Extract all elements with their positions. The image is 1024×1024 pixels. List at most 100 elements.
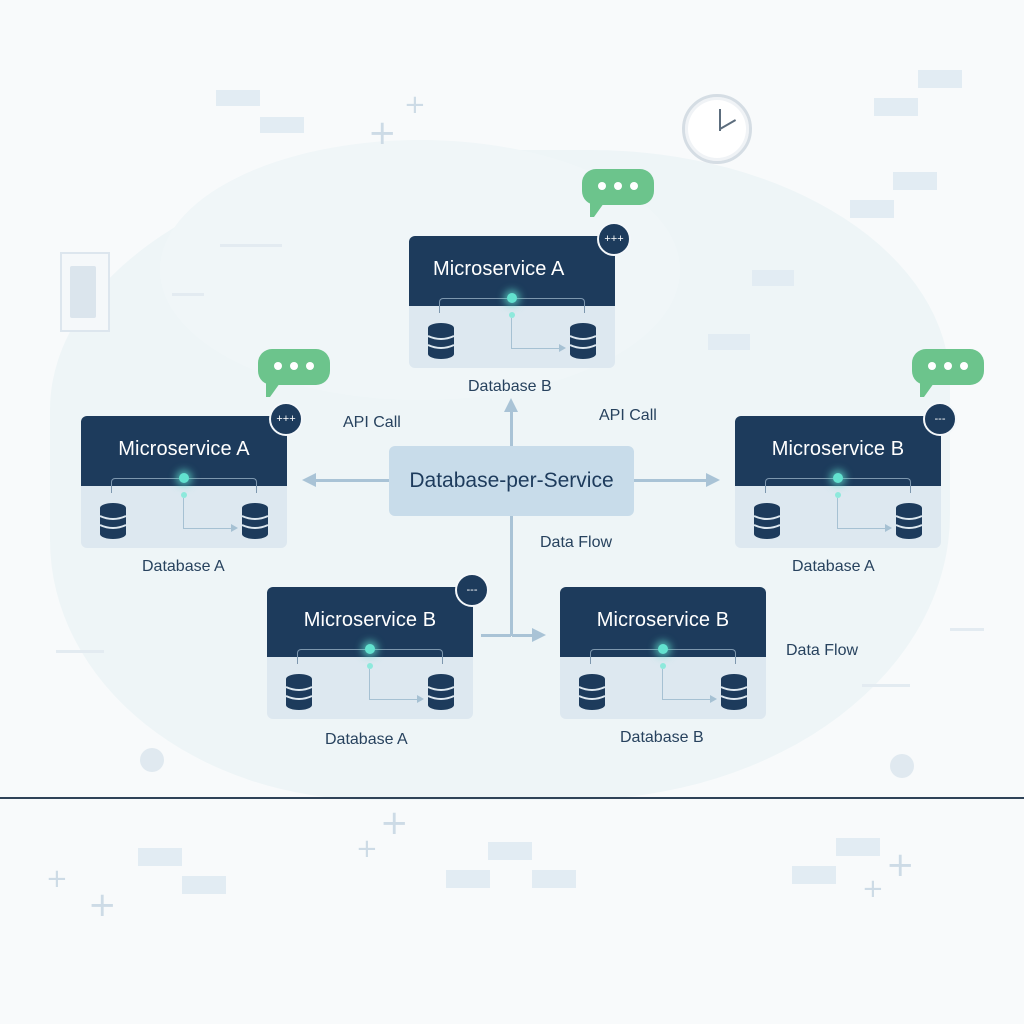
database-icon [99, 502, 127, 540]
decor-rect [216, 90, 260, 106]
chat-bubble-icon [258, 349, 330, 397]
database-icon [578, 673, 606, 711]
decor-line [950, 628, 984, 631]
hub-box[interactable]: Database-per-Service [389, 446, 634, 516]
card-title: Microservice B [303, 609, 437, 631]
arrowhead-right [706, 473, 720, 487]
decor-rect [918, 70, 962, 88]
decor-rect [532, 870, 576, 888]
data-flow-line [369, 669, 418, 700]
hub-label: Database-per-Service [409, 469, 614, 492]
plus-icon: + [46, 864, 68, 894]
decor-line [862, 684, 910, 687]
database-icon [895, 502, 923, 540]
data-flow-arrowhead [417, 695, 424, 703]
status-glow-dot [658, 644, 668, 654]
microservice-card-left[interactable]: Microservice A +++ [81, 402, 303, 548]
database-label: Database A [142, 558, 225, 575]
chat-bubble-icon [582, 169, 654, 217]
database-icon [285, 673, 313, 711]
decor-rect [874, 98, 918, 116]
connector-bottom-left [481, 634, 511, 637]
decor-rect [138, 848, 182, 866]
chat-bubble-icon [912, 349, 984, 397]
status-glow-dot [833, 473, 843, 483]
database-label: Database B [468, 378, 552, 395]
data-flow-arrowhead [559, 344, 566, 352]
database-icon [241, 502, 269, 540]
card-title: Microservice A [118, 438, 250, 460]
flow-node-dot [181, 492, 187, 498]
decor-rect [792, 866, 836, 884]
status-glow-dot [507, 293, 517, 303]
microservice-card-right[interactable]: Microservice B --- [735, 402, 957, 548]
edge-label-data-flow-center: Data Flow [540, 534, 613, 551]
data-flow-line [183, 498, 232, 529]
data-flow-arrowhead [231, 524, 238, 532]
decor-dot [890, 754, 914, 778]
document-icon [60, 252, 110, 332]
decor-rect [752, 270, 794, 286]
decor-line [172, 293, 204, 296]
flow-node-dot [660, 663, 666, 669]
card-header: Microservice A [81, 416, 287, 486]
card-title: Microservice A [433, 258, 565, 280]
decor-line [56, 650, 104, 653]
data-flow-line [511, 318, 560, 349]
plus-icon: + [862, 874, 884, 904]
status-badge: --- [455, 573, 489, 607]
flow-node-dot [367, 663, 373, 669]
database-icon [753, 502, 781, 540]
edge-label-api-call-left: API Call [343, 414, 401, 431]
connector-down [510, 516, 513, 636]
decor-line [220, 244, 282, 247]
database-icon [720, 673, 748, 711]
plus-icon: + [368, 113, 397, 153]
decor-rect [488, 842, 532, 860]
card-title: Microservice B [771, 438, 905, 460]
database-icon [427, 322, 455, 360]
database-label: Database A [325, 731, 408, 748]
ground-line [0, 797, 1024, 799]
connector-left [316, 479, 389, 482]
microservice-card-bottom-right[interactable]: Microservice B [560, 587, 766, 719]
data-flow-line [837, 498, 886, 529]
decor-rect [893, 172, 937, 190]
clock-icon [682, 94, 752, 164]
arrowhead-up [504, 398, 518, 412]
microservice-card-bottom-left[interactable]: Microservice B --- [267, 573, 489, 719]
microservice-card-top[interactable]: Microservice A+++ [409, 222, 631, 368]
plus-icon: + [886, 845, 915, 885]
decor-rect [708, 334, 750, 350]
arrowhead-left [302, 473, 316, 487]
connector-up [510, 410, 513, 446]
database-label: Database B [620, 729, 704, 746]
connector-right [634, 479, 706, 482]
plus-icon: + [404, 90, 426, 120]
connector-bottom-right [512, 634, 532, 637]
decor-rect [836, 838, 880, 856]
flow-node-dot [835, 492, 841, 498]
decor-rect [182, 876, 226, 894]
edge-label-api-call-right: API Call [599, 407, 657, 424]
decor-rect [260, 117, 304, 133]
data-flow-arrowhead [710, 695, 717, 703]
plus-icon: + [88, 885, 117, 925]
decor-rect [446, 870, 490, 888]
plus-icon: + [356, 834, 378, 864]
status-glow-dot [179, 473, 189, 483]
status-badge: --- [923, 402, 957, 436]
card-title: Microservice B [596, 609, 730, 631]
status-badge: +++ [269, 402, 303, 436]
edge-label-data-flow-right: Data Flow [786, 642, 859, 659]
data-flow-line [662, 669, 711, 700]
decor-dot [140, 748, 164, 772]
status-glow-dot [365, 644, 375, 654]
flow-node-dot [509, 312, 515, 318]
plus-icon: + [380, 803, 409, 843]
database-icon [569, 322, 597, 360]
database-label: Database A [792, 558, 875, 575]
arrowhead-bottom-right [532, 628, 546, 642]
decor-rect [850, 200, 894, 218]
